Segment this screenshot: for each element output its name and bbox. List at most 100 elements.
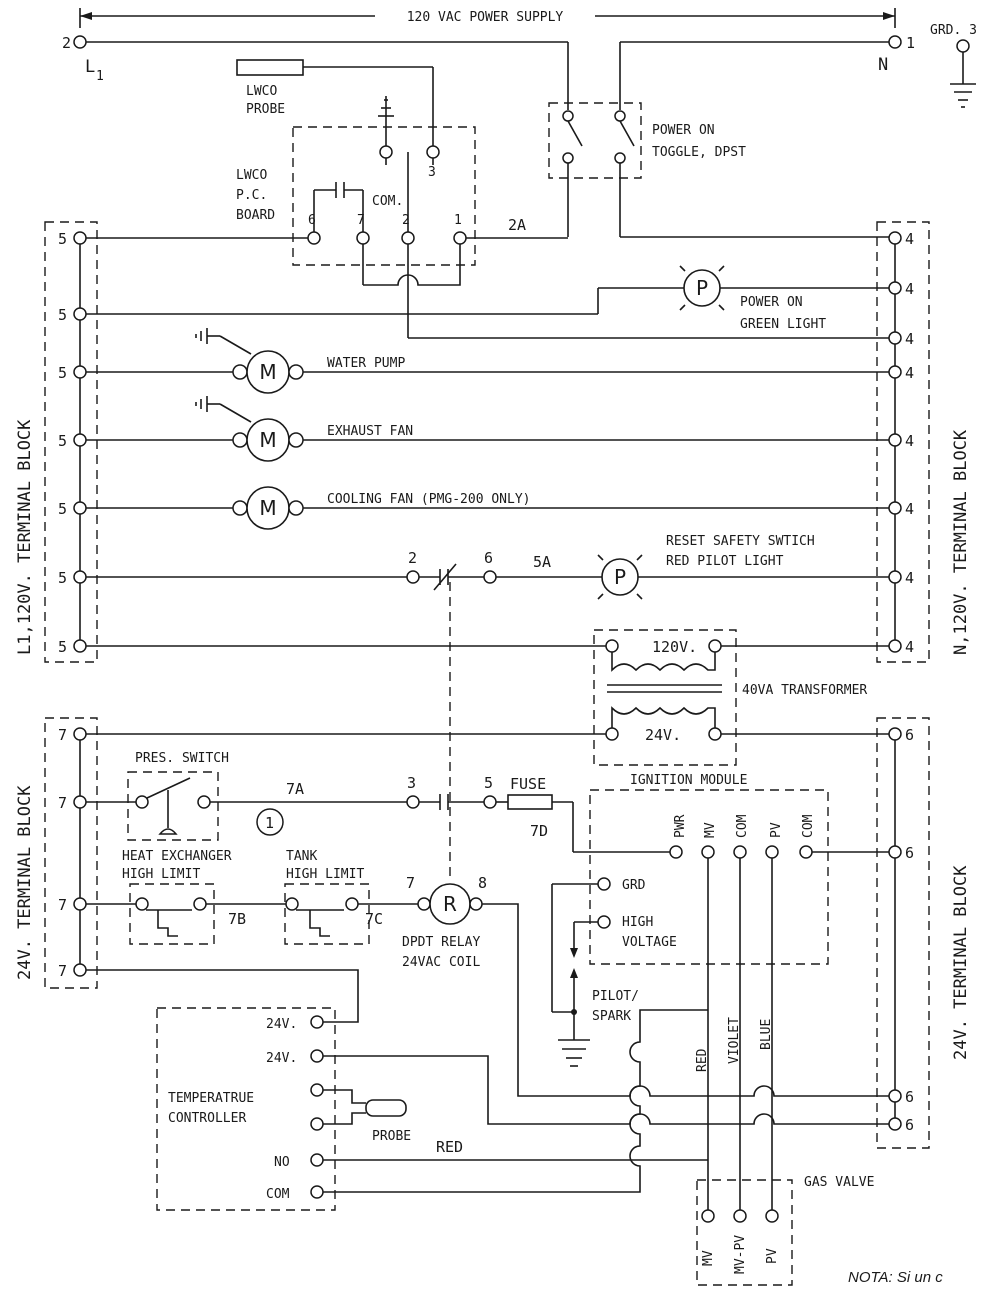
lwco-probe-terminal: 3: [428, 165, 436, 180]
transformer-label: 40VA TRANSFORMER: [742, 683, 867, 698]
lwco-com-label: COM.: [372, 194, 403, 209]
wire-7b-label: 7B: [228, 910, 246, 928]
left-24v-block-label: 24V. TERMINAL BLOCK: [15, 785, 35, 980]
neutral-terminal-number: 1: [906, 34, 915, 52]
terminal-4: 4: [905, 432, 914, 450]
relay-coil-terminal-8: 8: [478, 874, 487, 892]
neutral-line: 1 N: [620, 34, 915, 75]
ignition-pwr: PWR: [673, 814, 688, 838]
reset-safety-circuit: 2 6 5A P RESET SAFETY SWTICH RED PILOT L…: [86, 534, 889, 600]
reset-label-line1: RESET SAFETY SWTICH: [666, 534, 815, 549]
neutral-label: N: [878, 55, 888, 75]
wire-2a-label: 2A: [508, 216, 526, 234]
temperature-controller: 24V. 24V. TEMPERATRUE CONTROLLER PROBE N…: [86, 969, 889, 1211]
lwco-terminal-7: 7: [357, 213, 365, 228]
lwco-terminal-2: 2: [402, 213, 410, 228]
terminal-4: 4: [905, 330, 914, 348]
wire-violet-label: VIOLET: [727, 1017, 742, 1064]
high-limit-circuit: HEAT EXCHANGER HIGH LIMIT 7B TANK HIGH L…: [86, 849, 889, 1097]
terminal-5: 5: [58, 306, 67, 324]
toggle-label-line2: TOGGLE, DPST: [652, 145, 746, 160]
exhaust-fan-label: EXHAUST FAN: [327, 424, 413, 439]
wire-blue-label: BLUE: [759, 1019, 774, 1050]
transformer: 120V. 24V. 40VA TRANSFORMER: [86, 629, 889, 766]
ignition-pv: PV: [769, 822, 784, 838]
power-supply-title: 120 VAC POWER SUPPLY: [407, 10, 564, 25]
hx-limit-label-line1: HEAT EXCHANGER: [122, 849, 232, 864]
exhaust-motor-symbol: M: [259, 428, 276, 452]
ignition-com2: COM: [801, 814, 816, 838]
transformer-primary-voltage: 120V.: [652, 638, 697, 656]
cooling-fan-label: COOLING FAN (PMG-200 ONLY): [327, 492, 531, 507]
terminal-4: 4: [905, 364, 914, 382]
left-120v-block-label: L1,120V. TERMINAL BLOCK: [15, 419, 35, 655]
ignition-grd: GRD: [622, 878, 646, 893]
terminal-5: 5: [58, 432, 67, 450]
power-supply-dimension: 120 VAC POWER SUPPLY: [79, 8, 896, 28]
tc-label-line1: TEMPERATRUE: [168, 1091, 254, 1106]
hx-limit-label-line2: HIGH LIMIT: [122, 867, 200, 882]
gas-valve: GAS VALVE MV MV-PV PV: [696, 1175, 874, 1286]
terminal-5: 5: [58, 500, 67, 518]
lwco-terminal-6: 6: [308, 213, 316, 228]
terminal-6: 6: [905, 1116, 914, 1134]
power-on-green-light-circuit: P POWER ON GREEN LIGHT: [86, 244, 889, 339]
lwco-terminal-1: 1: [454, 213, 462, 228]
fuse-label: FUSE: [510, 775, 546, 793]
wire-red-label: RED: [695, 1048, 710, 1072]
wire-5a-label: 5A: [533, 553, 551, 571]
terminal-5: 5: [58, 569, 67, 587]
ignition-mv: MV: [703, 822, 718, 838]
tc-com: COM: [266, 1187, 290, 1202]
gas-valve-mv: MV: [701, 1250, 716, 1266]
tank-limit-label-line1: TANK: [286, 849, 317, 864]
terminal-6: 6: [905, 844, 914, 862]
wire-7c-label: 7C: [365, 910, 383, 928]
relay-contact-5: 5: [484, 774, 493, 792]
right-120v-block-label: N,120V. TERMINAL BLOCK: [951, 429, 971, 655]
gas-valve-pv: PV: [765, 1248, 780, 1264]
l1-subscript: 1: [96, 69, 104, 84]
green-light-label-line1: POWER ON: [740, 295, 803, 310]
gas-valve-wires: RED VIOLET BLUE: [695, 858, 774, 1210]
exhaust-fan: M EXHAUST FAN: [86, 396, 889, 462]
ignition-hv-line2: VOLTAGE: [622, 935, 677, 950]
pump-motor-symbol: M: [259, 360, 276, 384]
pressure-switch-circuit: PRES. SWITCH 7A 1 3 5 FUSE 7D: [86, 751, 670, 853]
water-pump: M WATER PUMP: [86, 328, 889, 394]
gas-valve-mvpv: MV-PV: [733, 1235, 748, 1274]
relay-coil-symbol: R: [443, 892, 457, 916]
tank-limit-label-line2: HIGH LIMIT: [286, 867, 364, 882]
red-light-symbol: P: [614, 565, 626, 589]
right-120v-terminal-block: N,120V. TERMINAL BLOCK 4 4 4 4 4 4 4 4: [876, 221, 971, 663]
relay-contact-6: 6: [484, 549, 493, 567]
terminal-5: 5: [58, 638, 67, 656]
ignition-com: COM: [735, 814, 750, 838]
note-marker-1: 1: [265, 814, 274, 832]
lwco-board-label-line1: LWCO: [236, 168, 267, 183]
terminal-4: 4: [905, 638, 914, 656]
terminal-4: 4: [905, 569, 914, 587]
lwco-board-label-line3: BOARD: [236, 208, 275, 223]
right-terminals: 4 4 4 4 4 4 4 4: [888, 230, 914, 656]
cooling-motor-symbol: M: [259, 496, 276, 520]
lwco-probe-label-line1: LWCO: [246, 84, 277, 99]
right-24v-block-label: 24V. TERMINAL BLOCK: [951, 865, 971, 1060]
tc-probe-label: PROBE: [372, 1129, 411, 1144]
ignition-module-title: IGNITION MODULE: [630, 773, 747, 788]
gas-valve-label: GAS VALVE: [804, 1175, 874, 1190]
green-light-symbol: P: [696, 276, 708, 300]
l1-label: L: [85, 57, 95, 77]
terminal-5: 5: [58, 230, 67, 248]
terminal-6: 6: [905, 1088, 914, 1106]
relay-coil-terminal-7: 7: [406, 874, 415, 892]
ignition-hv-line1: HIGH: [622, 915, 653, 930]
tc-24v-a: 24V.: [266, 1017, 297, 1032]
toggle-label-line1: POWER ON: [652, 123, 715, 138]
relay-contact-2: 2: [408, 549, 417, 567]
ignition-module: IGNITION MODULE PWR MV COM PV COM GRD HI…: [589, 773, 889, 965]
ground-label: GRD. 3: [930, 23, 977, 38]
power-toggle-switch: POWER ON TOGGLE, DPST: [548, 42, 889, 238]
pressure-switch-label: PRES. SWITCH: [135, 751, 229, 766]
